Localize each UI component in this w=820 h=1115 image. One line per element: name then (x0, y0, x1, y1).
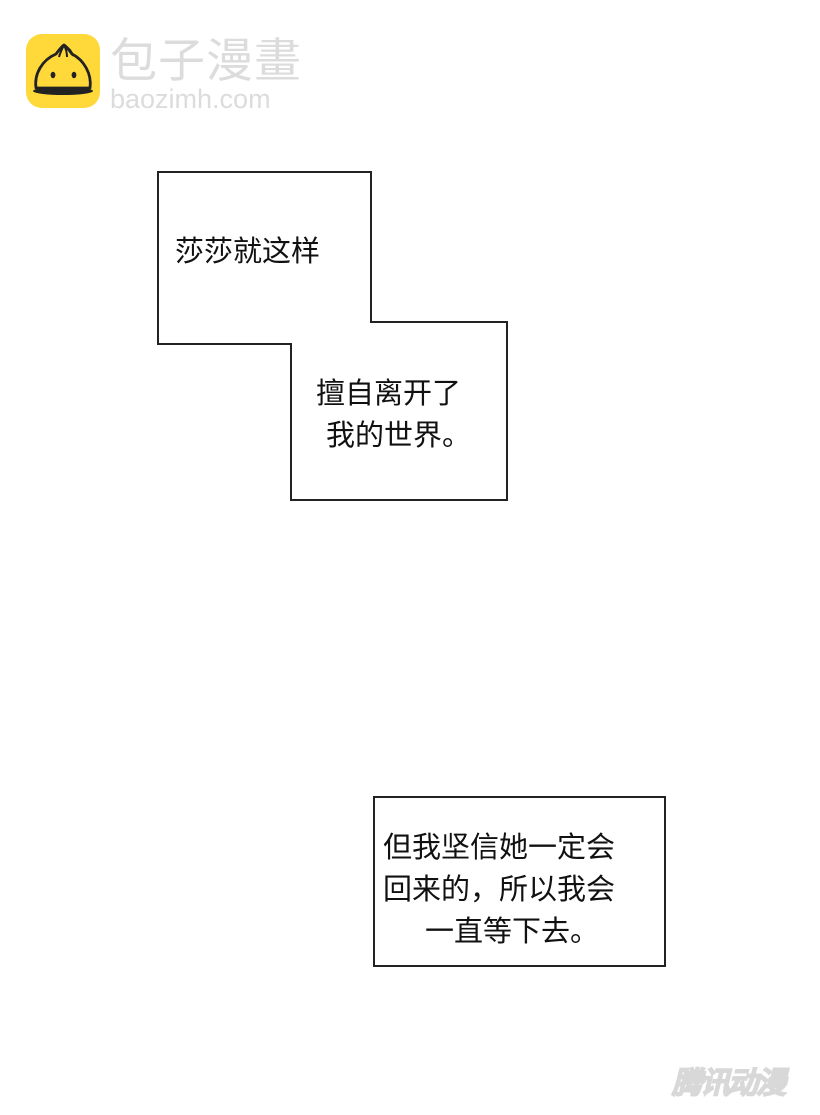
caption-text: 一直等下去。 (425, 914, 600, 948)
caption-text: 但我坚信她一定会 (383, 830, 616, 864)
brand-url: baozimh.com (110, 84, 271, 114)
brand-name: 包子漫畫 (110, 34, 302, 89)
caption-text: 擅自离开了 (316, 376, 462, 410)
caption-text: 莎莎就这样 (175, 234, 321, 268)
caption-text: 我的世界。 (326, 418, 472, 452)
caption-box (373, 796, 666, 967)
caption-text: 回来的，所以我会 (383, 872, 616, 906)
bun-mascot-icon (26, 34, 100, 108)
watermark: 腾讯动漫 (671, 1065, 787, 1102)
